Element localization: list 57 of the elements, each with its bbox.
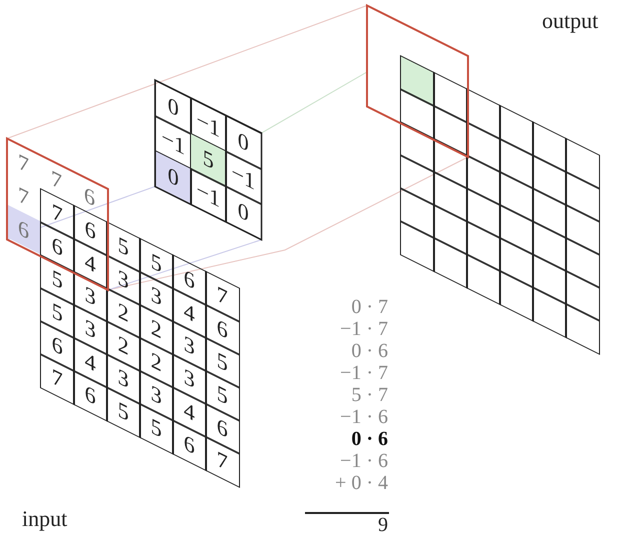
input-value: 5 xyxy=(106,221,140,273)
input-value: 2 xyxy=(106,287,140,339)
input-value: 4 xyxy=(73,336,108,388)
input-value: 7 xyxy=(205,436,240,488)
input-value: 2 xyxy=(106,320,140,372)
input-value: 6 xyxy=(73,370,108,422)
projection-line xyxy=(6,5,368,139)
product-term: 5 · 7 xyxy=(351,384,388,407)
sliding-window xyxy=(366,4,469,159)
product-term: 0 · 6 xyxy=(351,428,388,451)
input-value: 2 xyxy=(139,336,174,388)
input-value: 7 xyxy=(205,270,240,322)
kernel-value: 0 xyxy=(155,150,192,205)
input-value: 7 xyxy=(40,188,74,240)
input-value: 5 xyxy=(205,370,240,422)
product-term: −1 · 7 xyxy=(340,318,388,341)
projection-line xyxy=(261,72,368,134)
input-value: 6 xyxy=(172,254,206,306)
kernel-value: 5 xyxy=(190,132,226,188)
input-value: 2 xyxy=(139,304,174,356)
sum-result: 9 xyxy=(378,514,388,537)
input-value: 7 xyxy=(40,353,74,405)
product-term: −1 · 6 xyxy=(340,406,388,429)
input-value: 3 xyxy=(73,304,108,356)
product-term: 0 · 6 xyxy=(351,340,388,363)
input-value: 5 xyxy=(40,287,74,339)
product-term: + 0 · 4 xyxy=(335,472,388,495)
projection-line xyxy=(108,239,262,290)
padding-value: 6 xyxy=(7,204,40,254)
sliding-window xyxy=(6,136,109,292)
input-value: 5 xyxy=(40,254,74,306)
input-value: 3 xyxy=(172,353,206,405)
kernel-matrix xyxy=(154,78,262,241)
axis-title: input xyxy=(22,506,68,532)
input-value: 3 xyxy=(172,320,206,372)
input-value: 3 xyxy=(106,254,140,306)
input-value: 6 xyxy=(40,221,74,273)
input-value: 5 xyxy=(139,238,174,290)
input-value: 6 xyxy=(40,320,74,372)
input-value: 6 xyxy=(205,304,240,356)
input-value: 3 xyxy=(139,370,174,422)
input-value: 3 xyxy=(139,270,174,322)
input-value: 3 xyxy=(106,353,140,405)
input-value: 6 xyxy=(172,419,206,471)
product-term: −1 · 6 xyxy=(340,450,388,473)
padding-value: 7 xyxy=(17,146,30,180)
input-value: 6 xyxy=(73,204,108,256)
input-value: 4 xyxy=(172,386,206,438)
axis-title: output xyxy=(542,8,598,34)
input-value: 5 xyxy=(106,386,140,438)
input-value: 6 xyxy=(205,402,240,454)
input-value: 4 xyxy=(172,287,206,339)
input-value: 3 xyxy=(73,270,108,322)
product-term: −1 · 7 xyxy=(340,362,388,385)
input-value: 5 xyxy=(139,402,174,454)
input-value: 5 xyxy=(205,336,240,388)
product-term: 0 · 7 xyxy=(351,296,388,319)
